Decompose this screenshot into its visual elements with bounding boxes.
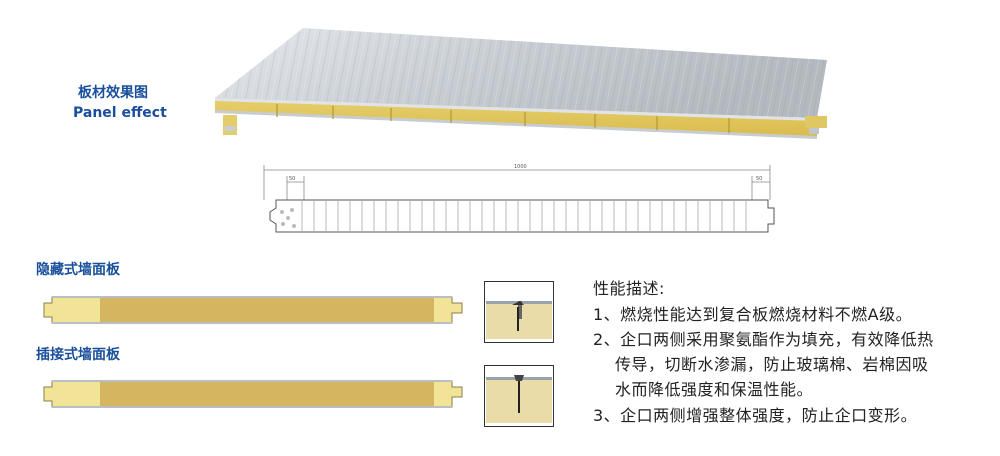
hidden-joint-detail <box>484 281 554 343</box>
description-item-2-line-2: 传导，切断水渗漏，防止玻璃棉、岩棉因吸 <box>615 355 929 374</box>
plug-panel-section <box>43 380 463 408</box>
hidden-panel-label: 隐藏式墙面板 <box>36 262 120 278</box>
panel-effect-image <box>215 28 827 139</box>
dim-total: 1000 <box>514 164 527 170</box>
section-drawing: 1000 50 50 <box>263 164 775 233</box>
plug-joint-detail <box>484 365 554 427</box>
effect-title-cn: 板材效果图 <box>78 85 148 101</box>
dim-left: 50 <box>289 176 295 182</box>
description-item-3: 3、企口两侧增强整体强度，防止企口变形。 <box>593 406 918 425</box>
description-item-2-line-1: 2、企口两侧采用聚氨酯作为填充，有效降低热 <box>593 330 934 349</box>
description-item-1: 1、燃烧性能达到复合板燃烧材料不燃A级。 <box>593 305 913 324</box>
effect-title-en: Panel effect <box>73 105 167 121</box>
plug-panel-label: 插接式墙面板 <box>36 347 120 363</box>
description-item-2-line-3: 水而降低强度和保温性能。 <box>615 380 814 399</box>
dim-right: 50 <box>756 176 762 182</box>
description-title: 性能描述: <box>593 279 665 298</box>
hidden-panel-section <box>43 296 463 324</box>
